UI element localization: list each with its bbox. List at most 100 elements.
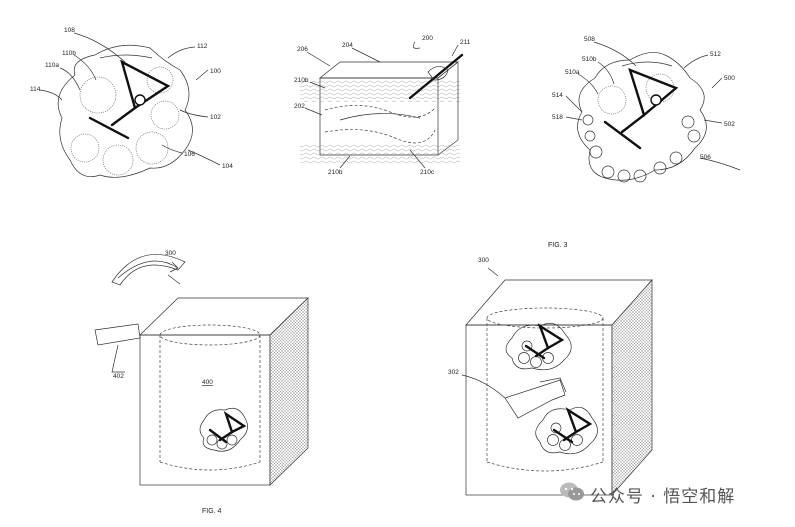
martini-glass-stem <box>110 106 137 127</box>
cylinder-bottom <box>486 461 604 472</box>
label-510a: 510a <box>565 69 580 76</box>
bubble <box>206 434 218 446</box>
gear-sphere <box>79 76 117 114</box>
box-side-face <box>611 279 653 496</box>
ice-cube-upper <box>505 323 572 371</box>
probe-rod <box>408 53 464 100</box>
figure-1: 108 110b 110a 114 112 100 102 106 104 <box>30 27 233 178</box>
bubble <box>547 434 559 446</box>
label-518: 518 <box>552 114 563 121</box>
label-102: 102 <box>210 114 221 121</box>
bubble <box>589 145 603 159</box>
label-202: 202 <box>294 103 305 110</box>
bubble <box>633 169 647 183</box>
label-114: 114 <box>30 86 41 93</box>
martini-glass-stem <box>552 428 578 444</box>
label-510b: 510b <box>582 56 597 63</box>
box-side-face <box>269 297 309 486</box>
label-502: 502 <box>724 121 735 128</box>
wave-layer-top <box>300 80 460 102</box>
figure-2: 206 204 200 211 210b 202 210b 210c <box>294 35 471 176</box>
cylinder-walls <box>486 318 604 462</box>
tag-402 <box>94 323 141 346</box>
figure-5: 300 302 <box>448 257 653 496</box>
bubble <box>530 356 542 368</box>
ice-cube-lower <box>535 407 598 455</box>
label-200: 200 <box>422 35 433 42</box>
label-302: 302 <box>448 369 459 376</box>
martini-glass-stem <box>524 344 550 360</box>
bubble <box>687 129 701 143</box>
gear-sphere <box>102 144 134 176</box>
box-front-face <box>465 324 613 496</box>
fig4-caption: FIG. 4 <box>202 508 222 515</box>
ice-cube-outline <box>577 52 707 181</box>
rotation-arrow <box>117 260 179 279</box>
bubble <box>669 151 683 165</box>
label-204: 204 <box>342 42 353 49</box>
tag-302 <box>504 379 566 419</box>
ice-cube-outline <box>57 44 193 178</box>
gear-sphere <box>135 131 169 165</box>
olive <box>134 94 146 106</box>
martini-glass-stem <box>620 113 646 134</box>
inner-shape <box>339 113 421 121</box>
label-106: 106 <box>184 151 195 158</box>
label-110b: 110b <box>62 50 76 57</box>
bubble <box>617 169 631 183</box>
wave-layer-bottom <box>300 145 460 163</box>
inner-contour <box>324 129 436 144</box>
box-side-face <box>437 61 459 156</box>
probe-head <box>427 66 449 81</box>
gear-sphere <box>70 133 100 163</box>
label-104: 104 <box>222 163 233 170</box>
label-100: 100 <box>210 68 221 75</box>
box-front-face <box>139 334 271 486</box>
label-300-right: 300 <box>478 257 489 264</box>
label-514: 514 <box>552 92 563 99</box>
martini-glass-bowl <box>628 67 679 118</box>
martini-glass-base <box>88 116 130 140</box>
bubble <box>226 434 238 446</box>
label-108: 108 <box>64 27 75 34</box>
martini-glass <box>537 323 565 350</box>
label-400: 400 <box>202 379 213 386</box>
wechat-icon <box>560 482 584 501</box>
bubble <box>681 115 695 129</box>
bubble <box>601 165 615 179</box>
gear-sphere <box>150 100 180 130</box>
figure-3: 508 510b 510a 512 500 514 518 502 506 FI… <box>548 36 741 249</box>
label-300: 300 <box>165 250 176 257</box>
olive <box>650 94 662 106</box>
gear-sphere <box>146 66 174 94</box>
martini-glass-base <box>603 120 642 150</box>
cylinder-bottom <box>159 461 261 471</box>
label-210b-top: 210b <box>294 77 309 84</box>
label-210c: 210c <box>420 169 435 176</box>
figure-4: 300 402 400 FIG. 4 <box>94 250 309 515</box>
martini-glass <box>223 411 247 434</box>
bubble <box>653 161 667 175</box>
fig3-caption: FIG. 3 <box>548 242 568 249</box>
label-110a: 110a <box>45 62 59 69</box>
label-506: 506 <box>700 154 711 161</box>
cylinder-walls <box>159 335 261 462</box>
label-500: 500 <box>724 75 735 82</box>
bubble <box>550 422 562 434</box>
label-402: 402 <box>113 373 124 380</box>
martini-glass-bowl <box>120 59 171 110</box>
label-206: 206 <box>297 46 308 53</box>
martini-glass-stem <box>208 428 234 444</box>
rim-line <box>621 61 673 67</box>
label-211: 211 <box>460 39 471 46</box>
bubble <box>582 114 594 126</box>
label-112: 112 <box>197 43 208 50</box>
martini-glass <box>565 407 593 434</box>
small-ice-cube <box>199 407 248 452</box>
bubble <box>584 130 596 142</box>
bubble <box>518 352 530 364</box>
bubble <box>571 434 583 446</box>
label-210b-bottom: 210b <box>328 169 343 176</box>
inner-contour <box>324 105 436 118</box>
